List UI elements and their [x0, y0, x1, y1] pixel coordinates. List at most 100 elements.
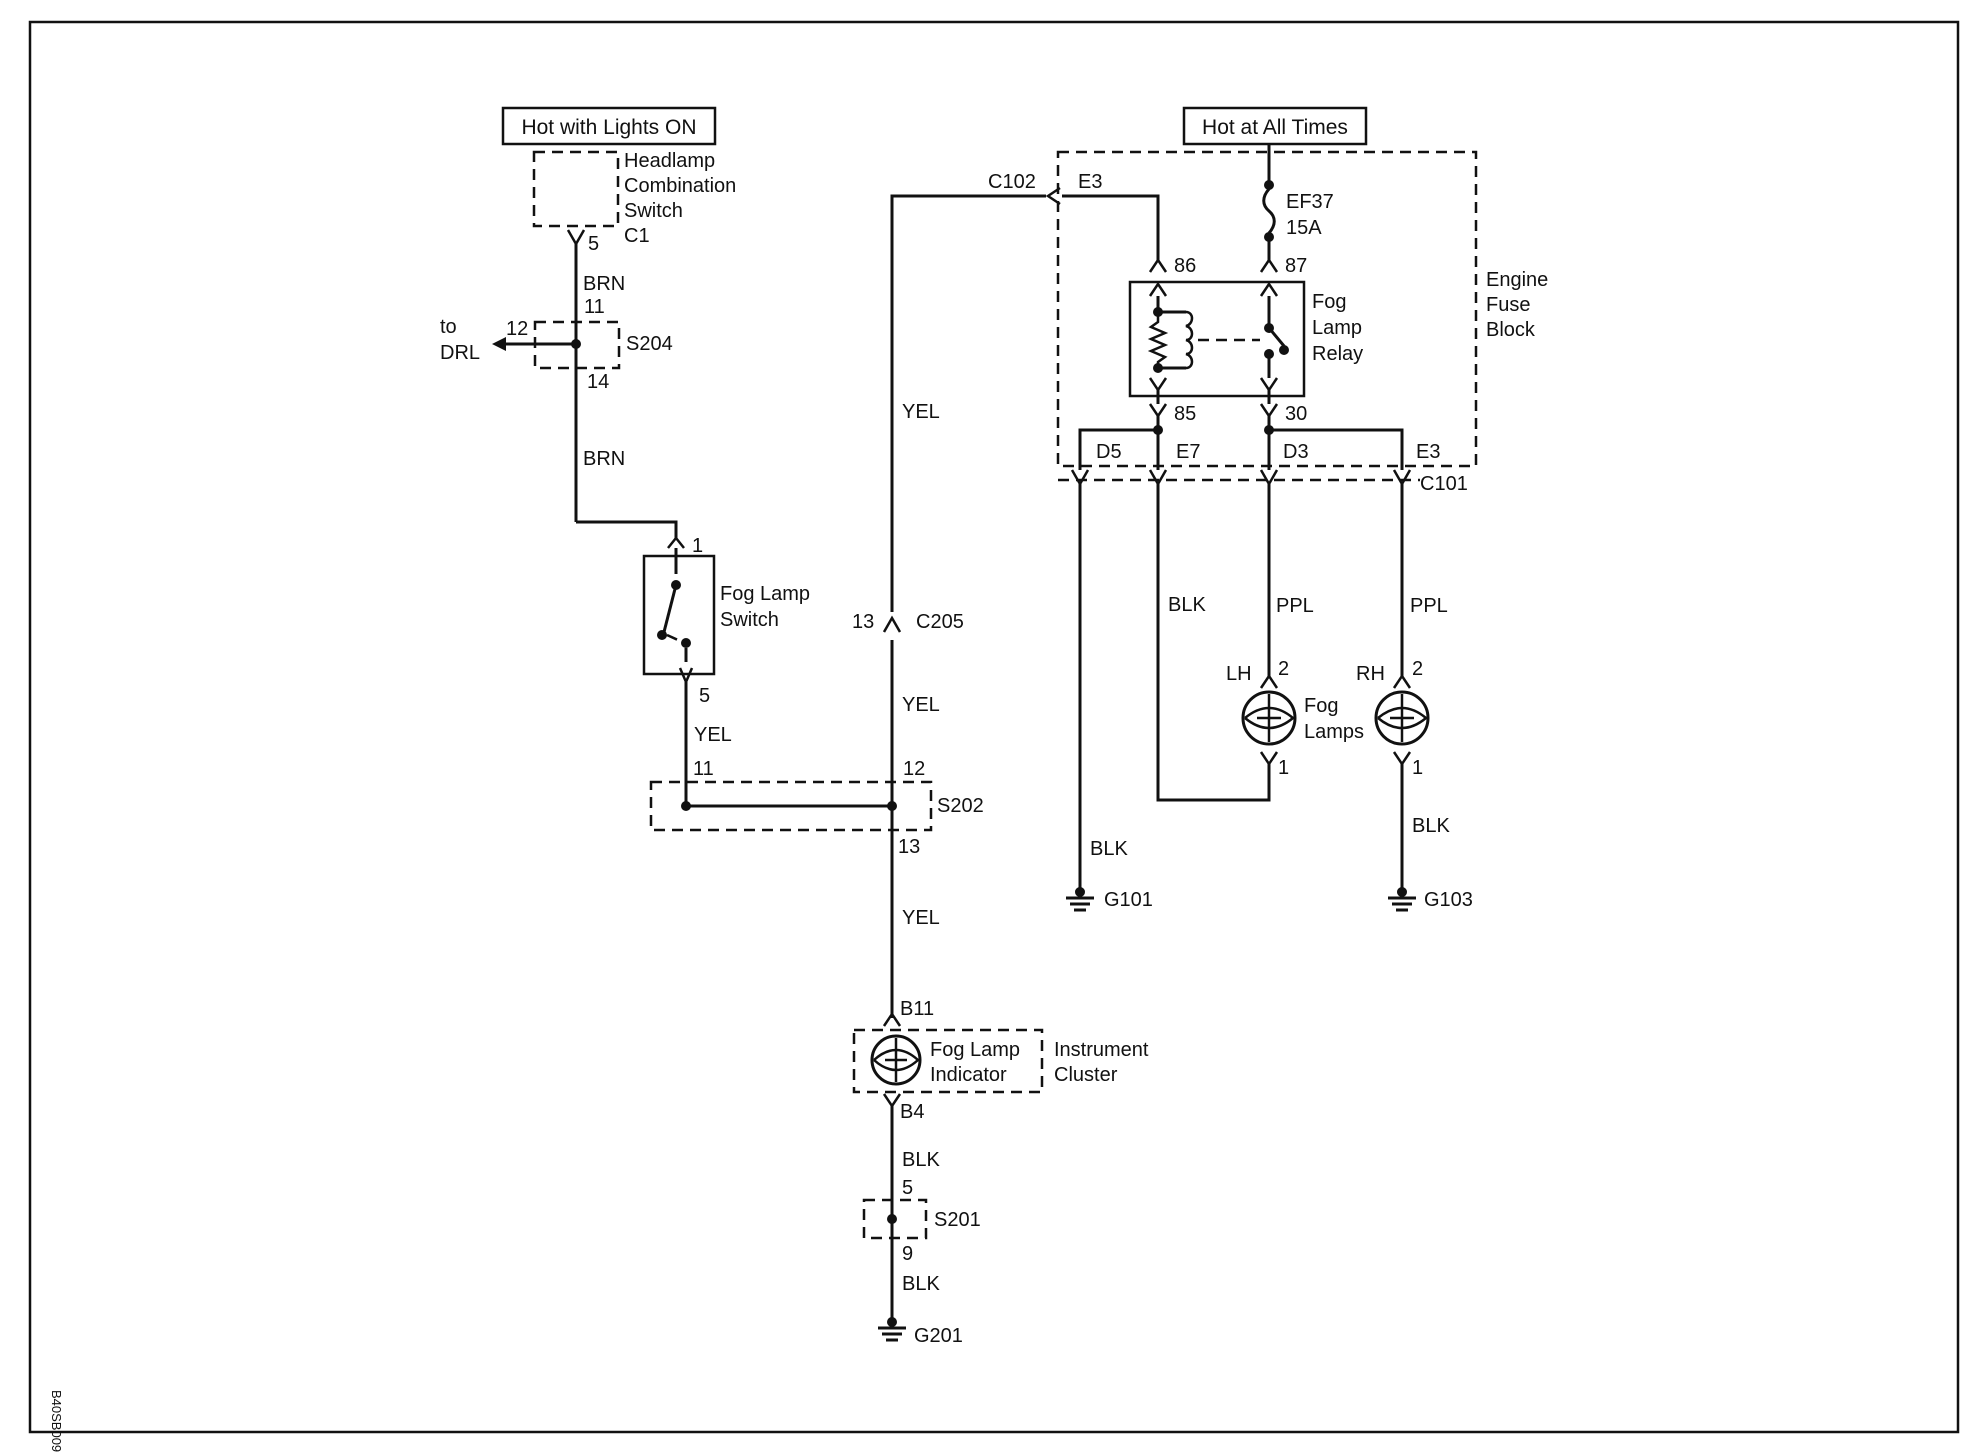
wire-color-yel-middle: YEL	[902, 694, 940, 716]
yel-wire-upper-trunk	[890, 194, 1046, 612]
connector-terminal-icon	[1148, 403, 1168, 419]
s202-label: S202	[937, 795, 984, 817]
relay-pin-30: 30	[1285, 403, 1307, 425]
c205-label: C205	[916, 611, 964, 633]
headlamp-switch-connector: C1	[624, 225, 650, 247]
splice-s204: 11 12 14 S204 to DRL	[440, 296, 673, 393]
connector-terminal-icon	[1259, 469, 1279, 487]
fog-lamp-lh: LH 2 1 Fog Lamps	[1226, 658, 1364, 779]
ground-g103-label: G103	[1424, 889, 1473, 911]
fog-switch-label-2: Switch	[720, 609, 779, 631]
power-lights-on-box: Hot with Lights ON	[501, 106, 717, 146]
instrument-cluster: B11 Fog Lamp Indicator Instrument Cluste…	[852, 998, 1149, 1123]
c101-pin-e7: E7	[1176, 441, 1200, 463]
s204-drl-label: DRL	[440, 342, 480, 364]
wire-color-blk-g101: BLK	[1090, 838, 1128, 860]
connector-terminal-icon	[1392, 751, 1412, 767]
wire-color-brn-2: BRN	[583, 448, 625, 470]
wire-color-ppl-rh: PPL	[1410, 595, 1448, 617]
wire-color-blk-cluster: BLK	[902, 1149, 940, 1171]
headlamp-switch-label-3: Switch	[624, 200, 683, 222]
relay-resistor-icon	[1147, 316, 1169, 366]
wire-color-yel-lower: YEL	[902, 907, 940, 929]
wire-color-blk-g103: BLK	[1412, 815, 1450, 837]
fog-switch-pin-out: 5	[699, 685, 710, 707]
relay-label-2: Lamp	[1312, 317, 1362, 339]
splice-s202: 11 12 13 S202	[649, 758, 984, 858]
fog-lamp-rh-pin-in: 2	[1412, 658, 1423, 680]
brn-wire-to-switch	[576, 520, 678, 540]
diagram-id: B40SB009	[49, 1390, 64, 1452]
fuse-name: EF37	[1286, 191, 1334, 213]
cluster-pin-out: B4	[900, 1101, 924, 1123]
fog-switch-label-1: Fog Lamp	[720, 583, 810, 605]
connector-c101: D5 E7 D3 E3 C101	[1058, 441, 1468, 495]
s201-label: S201	[934, 1209, 981, 1231]
fog-lamp-indicator-bulb-icon	[870, 1034, 922, 1086]
s204-to-label: to	[440, 316, 457, 338]
connector-terminal-icon	[1392, 469, 1412, 487]
connector-terminal-icon	[667, 535, 685, 549]
wire-color-ppl-lh: PPL	[1276, 595, 1314, 617]
fog-lamp-relay	[1128, 280, 1306, 398]
c205-pin: 13	[852, 611, 874, 633]
wire-color-blk-s201: BLK	[902, 1273, 940, 1295]
s201-pin-out: 9	[902, 1243, 913, 1265]
cluster-indicator-label-2: Indicator	[930, 1064, 1007, 1086]
connector-terminal-icon	[882, 1011, 902, 1027]
headlamp-combination-switch: Headlamp Combination Switch C1 5	[532, 150, 736, 255]
s204-pin-out: 14	[587, 371, 609, 393]
fog-lamp-rh: RH 2 1	[1356, 658, 1430, 779]
fog-lamp-lh-label: LH	[1226, 663, 1252, 685]
ground-g201: G201	[878, 1317, 963, 1347]
c101-pin-e3: E3	[1416, 441, 1440, 463]
ground-g101: G101	[1066, 887, 1153, 912]
connector-terminal-icon	[1259, 403, 1279, 419]
s204-pin-left: 12	[506, 318, 528, 340]
wire-color-brn-1: BRN	[583, 273, 625, 295]
fog-lamp-rh-pin-out: 1	[1412, 757, 1423, 779]
fog-lamp-bulb-icon	[1241, 690, 1297, 746]
connector-terminal-icon	[1259, 257, 1279, 273]
wire-color-yel-upper: YEL	[902, 401, 940, 423]
s202-pin-bottom: 13	[898, 836, 920, 858]
fog-lamp-lh-pin-out: 1	[1278, 757, 1289, 779]
fog-lamp-bulb-icon	[1374, 690, 1430, 746]
headlamp-switch-label-2: Combination	[624, 175, 736, 197]
connector-terminal-icon	[1392, 673, 1412, 689]
headlamp-switch-pin: 5	[588, 233, 599, 255]
power-all-times-label: Hot at All Times	[1202, 116, 1348, 139]
connector-terminal-icon	[1148, 469, 1168, 487]
wire-color-yel-switch: YEL	[694, 724, 732, 746]
relay-label-1: Fog	[1312, 291, 1346, 313]
arrow-left-icon	[492, 337, 506, 351]
relay-pin-85: 85	[1174, 403, 1196, 425]
c101-pin-d5: D5	[1096, 441, 1122, 463]
connector-terminal-icon	[1148, 257, 1168, 273]
c102-pin: E3	[1078, 171, 1102, 193]
fog-lamps-label-1: Fog	[1304, 695, 1338, 717]
fog-lamp-rh-label: RH	[1356, 663, 1385, 685]
diagram-border	[28, 20, 1960, 1434]
fuse-block-label-2: Fuse	[1486, 294, 1530, 316]
fog-switch-pin-in: 1	[692, 535, 703, 557]
engine-fuse-block: Engine Fuse Block EF37 15A 86 87 Fog Lam…	[1056, 144, 1548, 470]
cluster-label-1: Instrument	[1054, 1039, 1149, 1061]
s204-pin-in: 11	[584, 296, 605, 318]
connector-terminal-icon	[1070, 469, 1090, 487]
splice-s201: 5 S201 9	[862, 1177, 981, 1265]
fog-lamp-switch: 1 Fog Lamp Switch 5	[642, 535, 810, 707]
fog-lamps-label-2: Lamps	[1304, 721, 1364, 743]
ground-g103: G103	[1388, 887, 1473, 912]
ground-g101-label: G101	[1104, 889, 1153, 911]
wire-color-blk-lh: BLK	[1168, 594, 1206, 616]
cluster-label-2: Cluster	[1054, 1064, 1118, 1086]
fuse-block-label-1: Engine	[1486, 269, 1548, 291]
fuse-rating: 15A	[1286, 217, 1322, 239]
c102-label: C102	[988, 171, 1036, 193]
relay-coil-icon	[1185, 310, 1194, 370]
power-all-times-box: Hot at All Times	[1182, 106, 1368, 146]
c101-label: C101	[1420, 473, 1468, 495]
relay-pin-86: 86	[1174, 255, 1196, 277]
